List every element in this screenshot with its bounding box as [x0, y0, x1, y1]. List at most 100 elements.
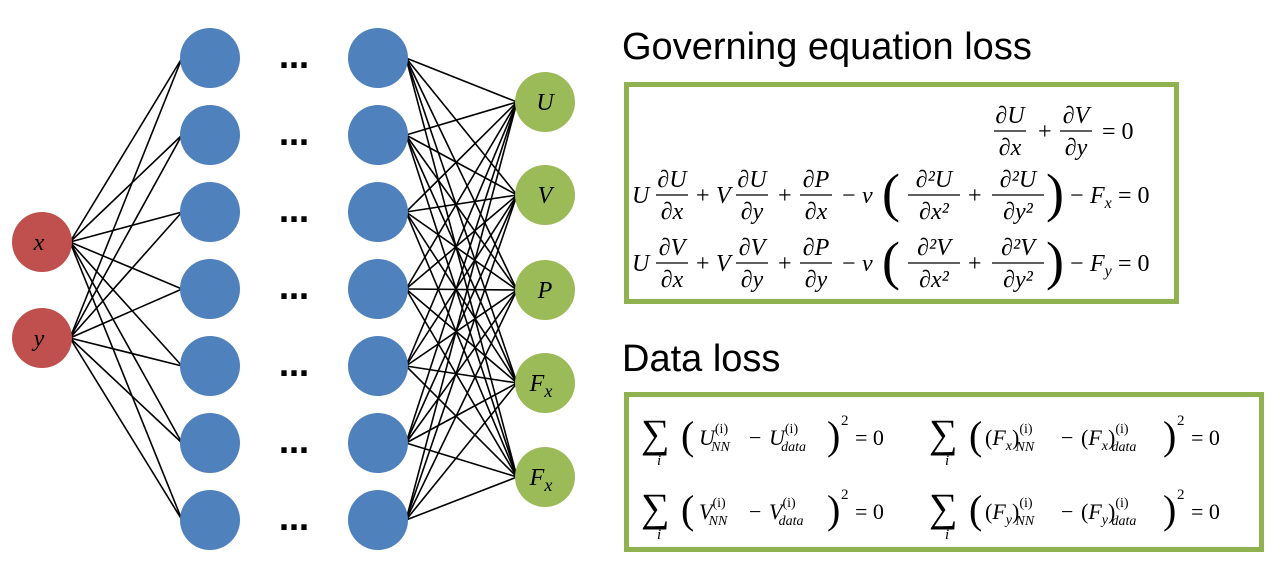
svg-text:(Fx)(i)data: (Fx)(i)data	[1081, 422, 1136, 455]
edge-hidden-1-output-3	[405, 134, 518, 384]
edge-hidden-5-output-0	[405, 101, 518, 444]
input-label-x: x	[33, 230, 45, 256]
svg-text:∂y: ∂y	[805, 267, 828, 293]
edge-input-0-hidden-1	[69, 134, 183, 243]
ellipsis-4: …	[279, 349, 309, 384]
svg-text:(: (	[882, 231, 900, 291]
input-label-y: y	[32, 326, 45, 352]
network-edges	[69, 57, 518, 521]
svg-text:= 0: = 0	[1118, 251, 1150, 277]
edge-hidden-4-output-2	[405, 289, 518, 367]
edge-hidden-2-output-3	[405, 211, 518, 384]
ellipsis-2: …	[279, 195, 309, 230]
edge-input-0-hidden-6	[69, 241, 183, 521]
data-loss-title: Data loss	[622, 338, 781, 380]
edge-hidden-6-output-0	[405, 101, 518, 521]
hidden-node-last-2	[348, 182, 408, 242]
data-loss-fx: ∑i ( (Fx)(i)NN − (Fx)(i)data )2 = 0	[925, 403, 1255, 475]
hidden-node-last-4	[348, 336, 408, 396]
hidden-node-last-5	[348, 413, 408, 473]
ellipsis-1: …	[279, 118, 309, 153]
svg-text:+: +	[968, 183, 982, 209]
svg-text:i: i	[945, 453, 949, 469]
hidden-node-last-0	[348, 28, 408, 88]
edge-input-1-hidden-3	[69, 288, 183, 339]
svg-text:= 0: = 0	[1118, 183, 1150, 209]
svg-text:+: +	[696, 183, 710, 209]
edge-input-0-hidden-3	[69, 241, 183, 290]
edge-hidden-4-output-3	[405, 365, 518, 384]
output-node-0	[515, 72, 575, 132]
svg-text:−: −	[1061, 425, 1073, 450]
svg-text:−: −	[1070, 183, 1084, 209]
edge-hidden-6-output-1	[405, 194, 518, 521]
edge-hidden-6-output-2	[405, 289, 518, 521]
svg-text:∂V: ∂V	[739, 235, 768, 261]
svg-text:∂x²: ∂x²	[919, 199, 950, 225]
svg-text:U(i)NN: U(i)NN	[699, 422, 730, 455]
edge-hidden-6-output-4	[405, 476, 518, 521]
svg-text:(: (	[681, 487, 694, 532]
svg-text:−: −	[842, 251, 856, 277]
edge-input-0-hidden-2	[69, 211, 183, 243]
edge-hidden-6-output-3	[405, 382, 518, 521]
x-momentum-equation: U ∂U∂x +V ∂U∂y + ∂P∂x −ν ( ∂²U∂x² + ∂²U∂…	[630, 161, 1160, 234]
svg-text:+: +	[778, 183, 792, 209]
governing-equation-title: Governing equation loss	[622, 26, 1032, 68]
edge-input-0-hidden-5	[69, 241, 183, 444]
y-momentum-equation: U ∂V∂x +V ∂V∂y + ∂P∂y −ν ( ∂²V∂x² + ∂²V∂…	[630, 229, 1160, 302]
data-loss-u: ∑i ( U(i)NN − U(i)data )2 = 0	[637, 403, 907, 475]
svg-text:ν: ν	[862, 251, 873, 277]
svg-text:∂y: ∂y	[741, 199, 764, 225]
svg-text:∂x: ∂x	[999, 135, 1022, 161]
edge-input-1-hidden-4	[69, 337, 183, 367]
hidden-node-first-0	[180, 28, 240, 88]
svg-text:(Fy)(i)data: (Fy)(i)data	[1081, 496, 1136, 529]
svg-text:∂U: ∂U	[737, 167, 768, 193]
edge-hidden-3-output-2	[405, 288, 518, 291]
svg-text:= 0: = 0	[855, 499, 884, 524]
svg-text:∂²V: ∂²V	[917, 235, 953, 261]
svg-text:∑: ∑	[929, 485, 958, 530]
svg-text:∂P: ∂P	[803, 235, 830, 261]
data-loss-box: ∑i ( U(i)NN − U(i)data )2 = 0 ∑ i ( (Fx)(…	[624, 392, 1264, 552]
output-label-2: P	[537, 278, 553, 304]
edge-hidden-1-output-1	[405, 134, 518, 196]
output-node-3	[515, 353, 575, 413]
output-node-2	[515, 260, 575, 320]
edge-hidden-2-output-1	[405, 194, 518, 213]
svg-text:): )	[827, 413, 840, 458]
svg-text:(: (	[969, 487, 982, 532]
edge-input-1-hidden-1	[69, 134, 183, 339]
edge-hidden-3-output-0	[405, 101, 518, 290]
svg-text:2: 2	[1177, 487, 1185, 503]
svg-text:+: +	[968, 251, 982, 277]
edge-hidden-1-output-2	[405, 134, 518, 291]
ellipsis-0: …	[279, 41, 309, 76]
edge-hidden-5-output-1	[405, 194, 518, 444]
edge-hidden-4-output-1	[405, 194, 518, 367]
svg-text:∂²U: ∂²U	[916, 167, 954, 193]
svg-text:∂V: ∂V	[659, 235, 688, 261]
svg-text:(: (	[969, 413, 982, 458]
svg-text:∂y: ∂y	[1065, 135, 1088, 161]
governing-equations-box: ∂U∂x + ∂V∂y = 0 U ∂U∂x +V ∂U∂y + ∂P∂x −ν…	[624, 82, 1179, 304]
svg-text:V: V	[716, 183, 733, 209]
hidden-node-first-4	[180, 336, 240, 396]
svg-text:∂y²: ∂y²	[1003, 199, 1034, 225]
svg-text:= 0: = 0	[1191, 425, 1220, 450]
svg-text:): )	[827, 487, 840, 532]
ellipsis-5: …	[279, 426, 309, 461]
edge-hidden-3-output-1	[405, 194, 518, 290]
svg-text:(: (	[681, 413, 694, 458]
output-node-4	[515, 447, 575, 507]
svg-text:U: U	[632, 251, 651, 277]
svg-text:V(i)data: V(i)data	[769, 496, 804, 529]
hidden-node-first-3	[180, 259, 240, 319]
svg-text:): )	[1163, 413, 1176, 458]
edge-hidden-5-output-2	[405, 289, 518, 444]
data-loss-fy: ∑i ( (Fy)(i)NN − (Fy)(i)data )2 = 0	[925, 477, 1255, 549]
edge-hidden-2-output-0	[405, 101, 518, 213]
svg-text:−: −	[749, 499, 761, 524]
svg-text:2: 2	[841, 487, 849, 503]
